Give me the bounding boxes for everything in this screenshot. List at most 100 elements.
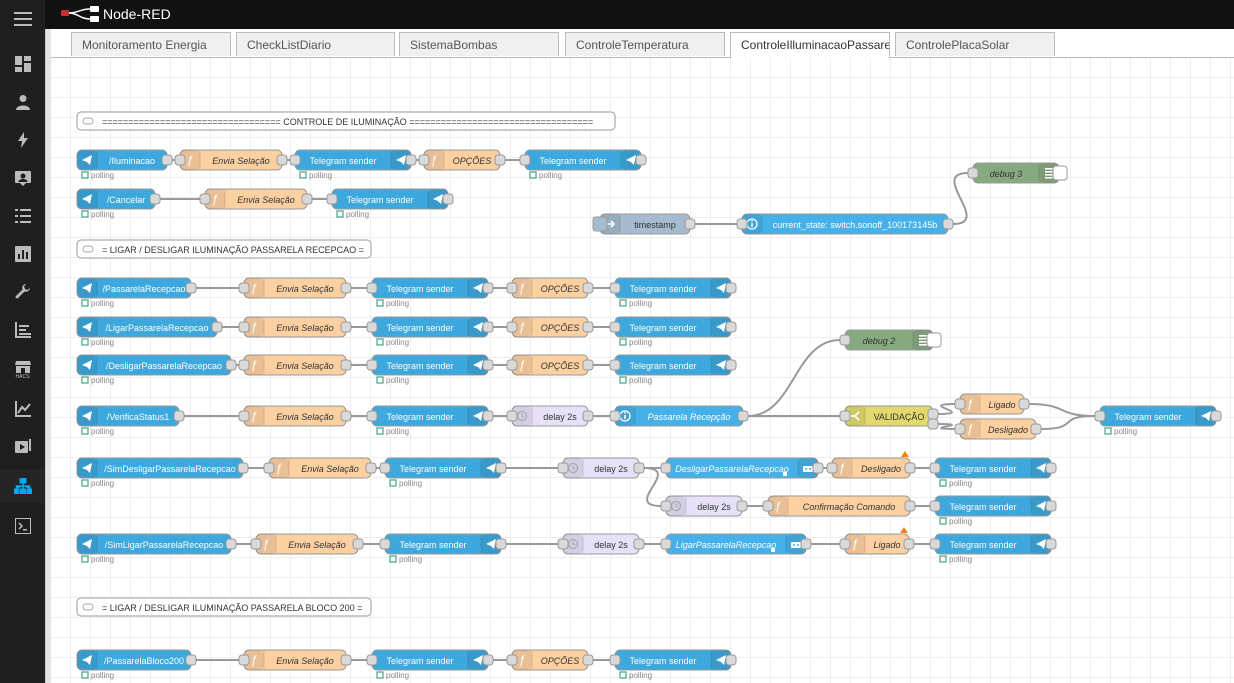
input-port[interactable]: [263, 462, 275, 474]
flow-node-c3[interactable]: = LIGAR / DESLIGAR ILUMINAÇÃO PASSARELA …: [76, 597, 372, 617]
flow-node-d3[interactable]: delay 2s: [660, 495, 748, 517]
input-port[interactable]: [609, 410, 621, 422]
flow-node-d4[interactable]: delay 2s: [557, 533, 645, 555]
sidebar-item-hacs[interactable]: HACS: [0, 353, 45, 387]
tab-checklistdiario[interactable]: CheckListDiario: [236, 32, 395, 56]
flow-canvas[interactable]: ================================== CONTR…: [51, 58, 1234, 683]
wire[interactable]: [643, 467, 662, 507]
output-port[interactable]: [482, 654, 494, 666]
input-port[interactable]: [238, 654, 250, 666]
input-port[interactable]: [506, 359, 518, 371]
output-port[interactable]: [173, 410, 185, 422]
flow-node-db2[interactable]: debug 2: [839, 329, 942, 351]
output-port[interactable]: [725, 654, 737, 666]
input-port[interactable]: [826, 462, 838, 474]
output-port[interactable]: [1030, 423, 1042, 435]
output-port[interactable]: [725, 359, 737, 371]
sidebar-item-media[interactable]: [0, 430, 45, 464]
input-port[interactable]: [660, 538, 672, 550]
input-port[interactable]: [366, 410, 378, 422]
flow-node-lsvc[interactable]: LigarPassarelaRecepcao: [660, 533, 812, 555]
output-port[interactable]: [185, 282, 197, 294]
input-port[interactable]: [519, 154, 531, 166]
output-port[interactable]: [211, 321, 223, 333]
input-port[interactable]: [199, 193, 211, 205]
output-port[interactable]: [904, 500, 916, 512]
output-port[interactable]: [340, 282, 352, 294]
wire[interactable]: [937, 423, 956, 430]
input-port[interactable]: [557, 462, 569, 474]
input-port[interactable]: [736, 218, 748, 230]
wire[interactable]: [747, 339, 841, 417]
output-port[interactable]: [582, 321, 594, 333]
output-port[interactable]: [1045, 462, 1057, 474]
output-port[interactable]: [684, 218, 696, 230]
output-port[interactable]: [225, 359, 237, 371]
output-port[interactable]: [903, 538, 915, 550]
output-port[interactable]: [942, 218, 954, 230]
output-port[interactable]: [800, 538, 812, 550]
output-port[interactable]: [495, 538, 507, 550]
output-port[interactable]: [340, 654, 352, 666]
output-port[interactable]: [352, 538, 364, 550]
input-port[interactable]: [326, 193, 338, 205]
output-port[interactable]: [405, 154, 417, 166]
output-port[interactable]: [365, 462, 377, 474]
flow-node-cs[interactable]: current_state: switch.sonoff_100173145b: [736, 213, 954, 235]
input-port[interactable]: [238, 282, 250, 294]
output-port[interactable]: [482, 321, 494, 333]
inject-button[interactable]: [592, 216, 608, 232]
input-port[interactable]: [609, 321, 621, 333]
output-port[interactable]: [442, 193, 454, 205]
input-port[interactable]: [967, 167, 979, 179]
input-port[interactable]: [238, 359, 250, 371]
flow-node-pas[interactable]: Passarela Recepção: [609, 405, 749, 427]
input-port[interactable]: [839, 538, 851, 550]
output-port[interactable]: [1018, 398, 1030, 410]
output-port[interactable]: [161, 154, 173, 166]
output-port[interactable]: [725, 282, 737, 294]
tab-controleiluminacaopassarela[interactable]: ControleIlluminacaoPassarela: [730, 32, 890, 58]
wire[interactable]: [937, 403, 956, 415]
input-port[interactable]: [506, 282, 518, 294]
flow-node-c1[interactable]: ================================== CONTR…: [76, 111, 616, 131]
flow-node-dsvc[interactable]: DesligarPassarelaRecepcao: [660, 457, 824, 479]
debug-toggle[interactable]: [926, 332, 942, 348]
flow-node-d1[interactable]: delay 2s: [506, 405, 594, 427]
input-port[interactable]: [929, 538, 941, 550]
input-port[interactable]: [366, 359, 378, 371]
output-port[interactable]: [340, 359, 352, 371]
output-port[interactable]: [185, 654, 197, 666]
wire[interactable]: [1040, 415, 1096, 430]
sidebar-item-logbook[interactable]: [0, 313, 45, 347]
menu-button[interactable]: [0, 0, 45, 37]
output-port[interactable]: [725, 321, 737, 333]
input-port[interactable]: [174, 154, 186, 166]
output-port[interactable]: [927, 418, 939, 430]
sidebar-item-stats[interactable]: [0, 237, 45, 271]
output-port[interactable]: [494, 154, 506, 166]
